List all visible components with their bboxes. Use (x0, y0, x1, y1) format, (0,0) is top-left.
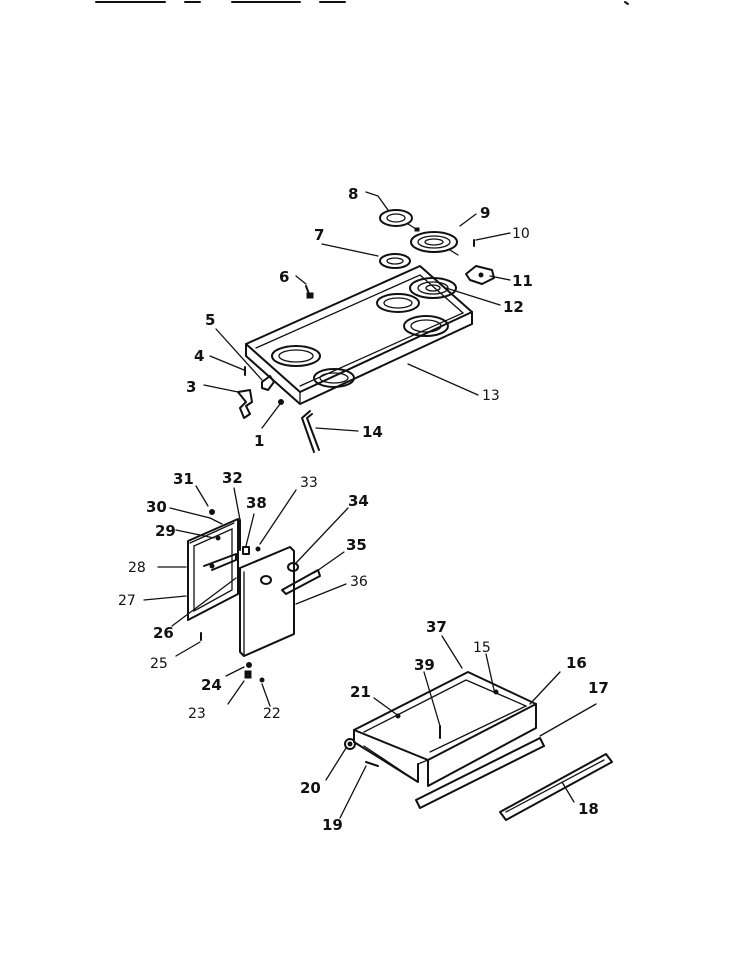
drawer-stop-part-19 (365, 761, 379, 767)
surface-opening (376, 293, 420, 313)
door-handle-bar (203, 553, 237, 571)
callout-15: 15 (473, 640, 491, 656)
callout-7: 7 (314, 226, 324, 244)
spacer-part-38 (242, 546, 250, 555)
screw-part-29 (215, 535, 221, 541)
burner-small-top (379, 209, 420, 232)
callout-34: 34 (348, 492, 369, 510)
callout-21: 21 (350, 683, 371, 701)
screw-part-21 (395, 713, 401, 719)
clip-part-30 (209, 517, 223, 525)
callout-38: 38 (246, 494, 267, 512)
callout-8: 8 (348, 185, 358, 203)
surface-opening (271, 345, 321, 367)
hinge-bracket-part-5 (261, 375, 275, 391)
callout-31: 31 (173, 470, 194, 488)
door-inner-panel (187, 518, 239, 621)
clip-part-6 (305, 285, 314, 299)
callout-5: 5 (205, 311, 215, 329)
hinge-part-3 (237, 389, 253, 419)
callout-35: 35 (346, 536, 367, 554)
screw-part-1 (278, 399, 284, 405)
surface-opening (403, 315, 449, 337)
callout-28: 28 (128, 560, 146, 576)
screw-part-15 (493, 689, 499, 695)
drawer-roller (344, 738, 356, 750)
callout-39: 39 (414, 656, 435, 674)
callout-17: 17 (588, 679, 609, 697)
burner-small-left (379, 253, 411, 269)
surface-opening (313, 368, 355, 388)
screw-part-33 (255, 546, 261, 552)
callout-37: 37 (426, 618, 447, 636)
screw-part-24 (246, 662, 252, 668)
leader-lines-door (143, 485, 349, 707)
callout-3: 3 (186, 378, 196, 396)
receptacle-bracket (465, 265, 495, 285)
callout-32: 32 (222, 469, 243, 487)
door-handle (281, 569, 321, 595)
washer-part-23 (244, 670, 252, 679)
cooktop-assembly (245, 265, 473, 405)
callout-33: 33 (300, 475, 318, 491)
callout-12: 12 (503, 298, 524, 316)
callout-11: 11 (512, 272, 533, 290)
leader-lines-drawer (325, 635, 597, 819)
callout-16: 16 (566, 654, 587, 672)
drawer-box (353, 671, 537, 787)
callout-29: 29 (155, 522, 176, 540)
callout-30: 30 (146, 498, 167, 516)
callout-14: 14 (362, 423, 383, 441)
callout-27: 27 (118, 593, 136, 609)
rod-part-14 (301, 410, 320, 453)
callout-13: 13 (482, 388, 500, 404)
callout-4: 4 (194, 347, 204, 365)
burner-large-top (410, 231, 459, 256)
callout-6: 6 (279, 268, 289, 286)
callout-20: 20 (300, 779, 321, 797)
drawer-slide (499, 753, 613, 821)
callout-24: 24 (201, 676, 222, 694)
callout-26: 26 (153, 624, 174, 642)
drawer-rail (415, 737, 545, 809)
callout-1: 1 (254, 432, 264, 450)
callout-18: 18 (578, 800, 599, 818)
leader-lines-cooktop (203, 191, 511, 432)
callout-22: 22 (263, 706, 281, 722)
burner-large-right (409, 277, 457, 299)
door-outer-panel (239, 546, 299, 657)
header-fragments (95, 1, 629, 5)
callout-25: 25 (150, 656, 168, 672)
callout-23: 23 (188, 706, 206, 722)
callout-9: 9 (480, 204, 490, 222)
screw-part-31 (209, 509, 215, 515)
callout-19: 19 (322, 816, 343, 834)
spring-part-26 (237, 564, 241, 595)
callout-10: 10 (512, 226, 530, 242)
screw-part-22 (259, 677, 265, 683)
callout-labels: 8 9 7 10 6 11 12 5 4 3 13 1 14 31 32 33 … (118, 185, 609, 834)
callout-36: 36 (350, 574, 368, 590)
